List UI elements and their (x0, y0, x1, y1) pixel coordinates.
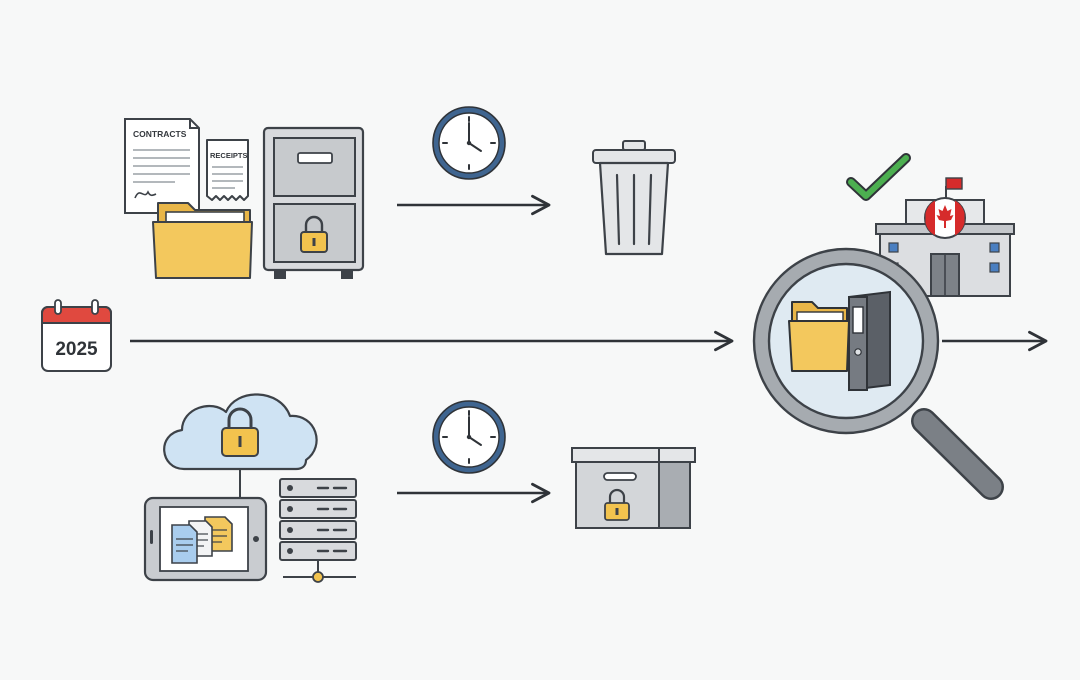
magnifying-glass-icon (752, 247, 1004, 500)
calendar-year: 2025 (55, 339, 98, 360)
clock-icon-top (432, 106, 506, 180)
server-rack-icon (279, 478, 357, 583)
calendar-icon: 2025 (41, 299, 112, 372)
receipts-document-icon: RECEIPTS (206, 139, 249, 201)
locked-filing-cabinet-icon (262, 126, 365, 279)
magnified-folder-icon (788, 301, 850, 372)
clock-icon-bottom (432, 400, 506, 474)
checkmark-icon (846, 153, 911, 201)
receipts-label: RECEIPTS (210, 151, 248, 160)
cabinet-lock-icon (300, 215, 328, 253)
contracts-label: CONTRACTS (133, 129, 187, 139)
tablet-documents-icon (143, 496, 268, 582)
cloud-lock-icon (163, 393, 318, 498)
binder-icon (848, 290, 891, 392)
canada-flag-icon (924, 197, 966, 239)
trash-can-icon (592, 140, 676, 256)
contracts-document-icon: CONTRACTS (124, 118, 200, 214)
locked-storage-box-icon (571, 447, 696, 529)
folder-icon (152, 202, 253, 279)
